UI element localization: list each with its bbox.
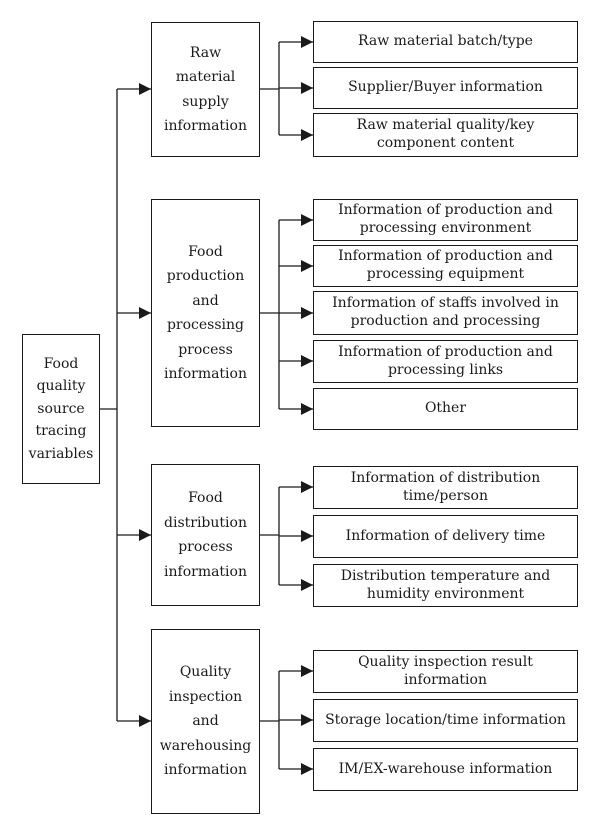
leaf-label: Other [424,400,467,417]
root-node: Food quality source tracing variables [22,334,100,484]
category-quality-warehousing: Quality inspection and warehousing infor… [151,629,260,814]
leaf-raw-material-quality: Raw material quality/key component conte… [313,113,578,157]
leaf-other: Other [313,388,578,430]
leaf-label: Information of production and processing… [338,343,553,378]
category-label: Food distribution process information [164,490,247,580]
leaf-label: Supplier/Buyer information [348,79,543,96]
leaf-label: Quality inspection result information [358,653,533,688]
leaf-label: Raw material batch/type [358,33,533,50]
category-label: Food production and processing process i… [164,243,247,383]
category-label: Raw material supply information [164,44,247,135]
category-distribution: Food distribution process information [151,464,260,606]
leaf-production-equipment: Information of production and processing… [313,245,578,287]
leaf-storage-location-time: Storage location/time information [313,699,578,742]
category-raw-material: Raw material supply information [151,22,260,157]
leaf-distribution-environment: Distribution temperature and humidity en… [313,564,578,607]
leaf-label: Information of distribution time/person [350,469,541,504]
leaf-inspection-result: Quality inspection result information [313,650,578,693]
leaf-label: Information of delivery time [345,527,546,544]
leaf-label: Information of staffs involved in produc… [332,295,559,329]
root-node-label: Food quality source tracing variables [28,356,94,462]
leaf-label: Information of production and processing… [338,248,553,282]
leaf-label: IM/EX-warehouse information [338,760,553,777]
leaf-supplier-buyer: Supplier/Buyer information [313,67,578,109]
leaf-label: Raw material quality/key component conte… [356,117,535,151]
category-label: Quality inspection and warehousing infor… [159,664,252,779]
leaf-label: Information of production and processing… [338,202,553,236]
leaf-im-ex-warehouse: IM/EX-warehouse information [313,748,578,791]
leaf-delivery-time: Information of delivery time [313,515,578,558]
leaf-production-links: Information of production and processing… [313,340,578,383]
leaf-raw-material-batch: Raw material batch/type [313,21,578,63]
leaf-label: Distribution temperature and humidity en… [340,567,551,602]
leaf-label: Storage location/time information [325,711,566,728]
leaf-production-environment: Information of production and processing… [313,199,578,241]
category-production-processing: Food production and processing process i… [151,199,260,427]
leaf-production-staffs: Information of staffs involved in produc… [313,291,578,335]
leaf-distribution-time-person: Information of distribution time/person [313,466,578,509]
